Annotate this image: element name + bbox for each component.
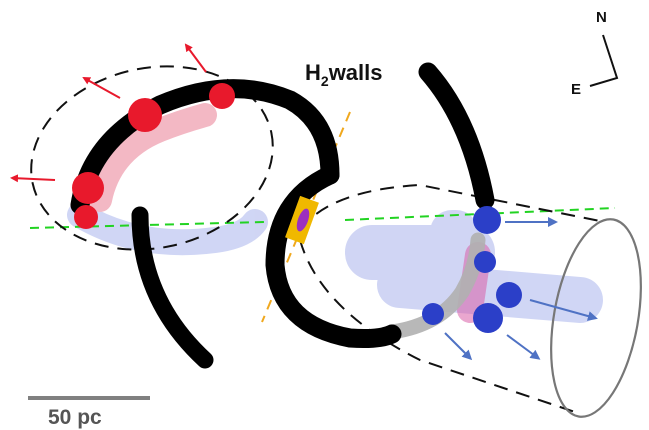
compass-north-label: N bbox=[596, 9, 607, 26]
h2-walls-label-rest: walls bbox=[328, 60, 383, 85]
blue-arrow bbox=[444, 332, 473, 361]
blue-point bbox=[496, 282, 522, 308]
center-ellipse bbox=[296, 208, 310, 232]
h2-walls-label-sub: 2 bbox=[321, 73, 329, 89]
blue-point bbox=[422, 303, 444, 325]
blueshifted-points bbox=[422, 206, 522, 333]
blue-point bbox=[474, 251, 496, 273]
blue-cloud-right-c bbox=[377, 262, 603, 323]
blue-point bbox=[473, 206, 501, 234]
blueshifted-arrows bbox=[444, 217, 598, 361]
blue-cloud-layer bbox=[67, 202, 603, 323]
redshifted-arrows bbox=[10, 43, 207, 183]
red-point bbox=[74, 205, 98, 229]
dashed-ellipse-left bbox=[30, 65, 274, 251]
wall-center-s bbox=[265, 165, 402, 348]
tube-end-ellipse bbox=[550, 218, 642, 418]
red-point bbox=[72, 172, 104, 204]
wall-left-stem bbox=[131, 206, 214, 369]
scale-bar-label: 50 pc bbox=[48, 406, 102, 429]
blue-arrow bbox=[529, 299, 598, 321]
blue-point bbox=[473, 303, 503, 333]
wall-upper-right bbox=[418, 62, 495, 210]
red-point bbox=[128, 98, 162, 132]
red-point bbox=[209, 83, 235, 109]
pink-patch-left bbox=[88, 103, 217, 212]
blue-arrow bbox=[506, 334, 541, 360]
red-arrow bbox=[10, 174, 56, 183]
green-dashed-line-left bbox=[29, 221, 266, 229]
h2-walls-label-main: H bbox=[305, 60, 321, 85]
red-arrow bbox=[184, 43, 207, 73]
red-arrow bbox=[82, 77, 121, 99]
dashed-tube-bottom bbox=[299, 239, 576, 413]
compass-east-label: E bbox=[571, 81, 581, 98]
blue-cloud-left bbox=[67, 202, 268, 256]
h2-walls-label: H2walls bbox=[305, 60, 383, 89]
redshifted-points bbox=[72, 83, 235, 229]
north-arrow-icon bbox=[589, 34, 619, 87]
compass-icon: N E bbox=[571, 9, 619, 98]
